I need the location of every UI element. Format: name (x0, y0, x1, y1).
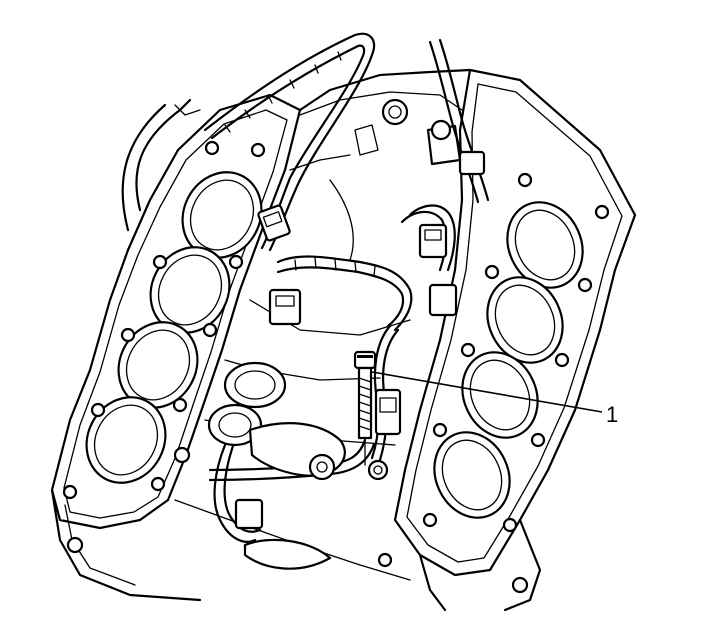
right-cylinder-bore-4 (433, 431, 511, 519)
left-cylinder-bore-1 (181, 171, 263, 259)
harness-connectors (234, 150, 486, 530)
oil-pump-and-sensors (207, 361, 346, 570)
cylinder-head-bolt (353, 350, 389, 481)
right-bank-bolt-holes (422, 172, 610, 533)
callout-label-1: 1 (606, 402, 619, 427)
callout-leader-line (371, 371, 603, 413)
left-cylinder-bank (50, 93, 302, 530)
right-cylinder-bore-2 (486, 276, 564, 364)
right-cylinder-bore-1 (506, 201, 584, 289)
left-cylinder-bore-4 (85, 396, 167, 484)
left-bank-bolt-holes (62, 140, 266, 500)
right-cylinder-bank (393, 68, 637, 577)
oil-pan-rail (50, 446, 542, 612)
rear-cover (121, 98, 201, 232)
